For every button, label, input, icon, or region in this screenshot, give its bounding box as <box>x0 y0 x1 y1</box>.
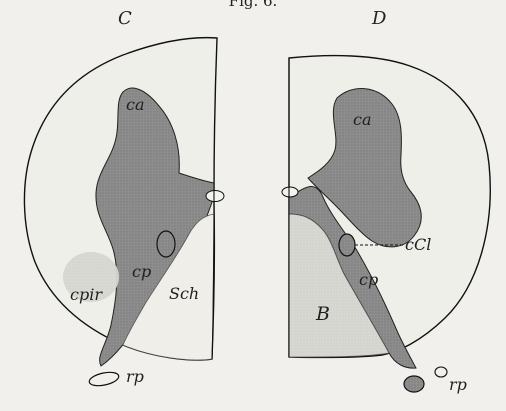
right-cp-label: cp <box>359 272 378 288</box>
left-section-letter: C <box>118 8 132 29</box>
right-rp-shaded-oval <box>404 376 424 392</box>
right-rp-label: rp <box>449 377 467 393</box>
left-cp-label: cp <box>132 264 151 280</box>
left-rp-oval <box>88 370 120 388</box>
left-ca-label: ca <box>126 97 145 113</box>
right-ca-label: ca <box>353 112 372 128</box>
left-rp-label: rp <box>126 369 144 385</box>
left-sch-label: Sch <box>169 286 199 302</box>
right-central-canal-notch <box>282 187 298 197</box>
right-section-letter: D <box>372 8 386 29</box>
left-central-canal-notch <box>206 191 224 202</box>
right-b-label: B <box>316 305 330 324</box>
right-rp-small-oval <box>435 367 447 377</box>
left-cpir-label: cpir <box>70 287 102 303</box>
right-ccl-label: cCl <box>405 237 431 253</box>
right-ccl-oval <box>339 234 355 256</box>
